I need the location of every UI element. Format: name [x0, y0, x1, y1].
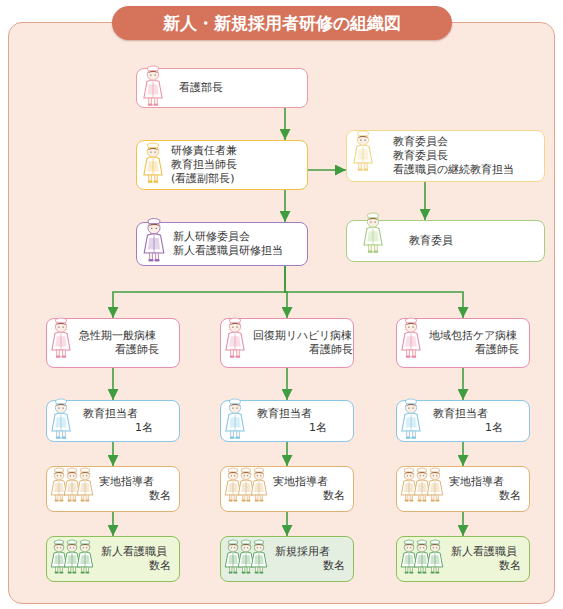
org-box: 実地指導者 数名 [220, 466, 354, 512]
org-box: 教育担当者 1名 [220, 400, 354, 442]
arrow-connector [424, 182, 426, 220]
org-box: 教育担当者 1名 [46, 400, 180, 442]
text-wrap: 急性期一般病棟 看護師長 [79, 319, 159, 367]
text-wrap: 地域包括ケア病棟 看護師長 [429, 319, 519, 367]
org-box: 教育委員 [346, 220, 545, 262]
background-frame [8, 22, 555, 604]
box-label: 看護職員の継続教育担当 [393, 163, 514, 177]
text-wrap: 教育委員会教育委員長看護職員の継続教育担当 [393, 131, 514, 181]
text-wrap: 新人研修委員会 新人看護職員研修担当 [173, 223, 287, 265]
arrow-connector [462, 442, 464, 466]
org-box: 新人研修委員会 新人看護職員研修担当 [136, 222, 308, 266]
text-wrap: 実地指導者 数名 [273, 467, 345, 511]
org-box: 教育担当者 1名 [396, 400, 530, 442]
text-wrap: 教育担当者 1名 [433, 401, 503, 441]
arrow-connector [112, 368, 114, 400]
text-wrap: 教育担当者 1名 [83, 401, 153, 441]
org-box: 看護部長 [136, 68, 308, 108]
arrow-connector [286, 442, 288, 466]
box-label: 実地指導者 数名 [273, 475, 345, 504]
text-wrap: 研修責任者兼 教育担当師長(看護副部長) [171, 141, 297, 189]
box-label: 新規採用者 数名 [275, 545, 345, 574]
box-label: 教育担当者 1名 [83, 407, 153, 436]
arrow-connector [286, 368, 288, 400]
box-label: 実地指導者 数名 [99, 475, 171, 504]
box-label: 看護部長 [179, 81, 223, 95]
arrow-connector [112, 442, 114, 466]
org-box: 実地指導者 数名 [396, 466, 530, 512]
title-banner: 新人・新規採用者研修の組織図 [112, 6, 452, 40]
arrow-connector [112, 512, 114, 536]
text-wrap: 教育担当者 1名 [257, 401, 327, 441]
box-label: 回復期リハビリ病棟 看護師長 [253, 329, 353, 358]
org-box: 新人看護職員 数名 [396, 536, 530, 582]
arrow-connector [462, 512, 464, 536]
box-label: 教育委員 [409, 234, 453, 248]
arrow-connector [462, 368, 464, 400]
box-label: 地域包括ケア病棟 看護師長 [429, 329, 519, 358]
arrow-connector [286, 512, 288, 536]
title-text: 新人・新規採用者研修の組織図 [163, 12, 401, 35]
org-box: 新規採用者 数名 [220, 536, 354, 582]
box-label: 教育委員長 [393, 149, 514, 163]
box-label: 教育担当者 1名 [433, 407, 503, 436]
org-box: 実地指導者 数名 [46, 466, 180, 512]
arrow-connector [284, 190, 286, 222]
box-label: 教育担当者 1名 [257, 407, 327, 436]
org-box: 回復期リハビリ病棟 看護師長 [220, 318, 354, 368]
org-box: 研修責任者兼 教育担当師長(看護副部長) [136, 140, 308, 190]
org-box: 教育委員会教育委員長看護職員の継続教育担当 [346, 130, 545, 182]
org-box: 新人看護職員 数名 [46, 536, 180, 582]
text-wrap: 新人看護職員 数名 [451, 537, 521, 581]
text-wrap: 看護部長 [179, 69, 223, 107]
arrow-connector [308, 169, 346, 171]
text-wrap: 実地指導者 数名 [99, 467, 171, 511]
text-wrap: 実地指導者 数名 [449, 467, 521, 511]
text-wrap: 教育委員 [409, 221, 453, 261]
box-label: 新人看護職員 数名 [451, 545, 521, 574]
box-label: 実地指導者 数名 [449, 475, 521, 504]
arrow-connector [113, 266, 285, 318]
box-label: 新人看護職員 数名 [101, 545, 171, 574]
arrow-connector [284, 108, 286, 140]
box-label: 教育委員会 [393, 135, 514, 149]
org-box: 地域包括ケア病棟 看護師長 [396, 318, 530, 368]
box-label: 急性期一般病棟 看護師長 [79, 329, 159, 358]
org-box: 急性期一般病棟 看護師長 [46, 318, 180, 368]
text-wrap: 新規採用者 数名 [275, 537, 345, 581]
text-wrap: 回復期リハビリ病棟 看護師長 [253, 319, 353, 367]
arrow-connector [285, 266, 463, 318]
box-label: 新人研修委員会 新人看護職員研修担当 [173, 230, 287, 259]
text-wrap: 新人看護職員 数名 [101, 537, 171, 581]
box-label: 研修責任者兼 教育担当師長(看護副部長) [171, 144, 297, 187]
